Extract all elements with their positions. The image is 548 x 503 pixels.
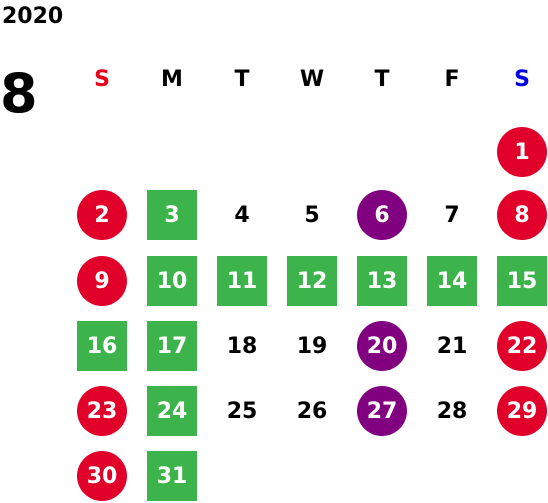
day-cell-5[interactable]: 5 xyxy=(304,202,320,228)
day-cell-16[interactable]: 16 xyxy=(77,321,127,371)
day-cell-18[interactable]: 18 xyxy=(226,333,258,359)
weekday-label: F xyxy=(444,67,460,92)
weekday-label: T xyxy=(234,67,250,92)
day-cell-22[interactable]: 22 xyxy=(497,321,547,371)
day-cell-21[interactable]: 21 xyxy=(436,333,468,359)
day-cell-13[interactable]: 13 xyxy=(357,256,407,306)
day-cell-3[interactable]: 3 xyxy=(147,190,197,240)
day-cell-29[interactable]: 29 xyxy=(497,386,547,436)
day-cell-26[interactable]: 26 xyxy=(296,398,328,424)
day-cell-7[interactable]: 7 xyxy=(444,202,460,228)
day-cell-17[interactable]: 17 xyxy=(147,321,197,371)
day-cell-9[interactable]: 9 xyxy=(77,256,127,306)
day-cell-12[interactable]: 12 xyxy=(287,256,337,306)
weekday-label: M xyxy=(161,67,183,92)
year-label: 2020 xyxy=(2,4,64,29)
day-cell-31[interactable]: 31 xyxy=(147,451,197,501)
day-cell-23[interactable]: 23 xyxy=(77,386,127,436)
day-cell-14[interactable]: 14 xyxy=(427,256,477,306)
day-cell-25[interactable]: 25 xyxy=(226,398,258,424)
weekday-label: W xyxy=(299,67,325,92)
day-cell-28[interactable]: 28 xyxy=(436,398,468,424)
day-cell-4[interactable]: 4 xyxy=(234,202,250,228)
day-cell-15[interactable]: 15 xyxy=(497,256,547,306)
weekday-label: S xyxy=(514,67,530,92)
day-cell-2[interactable]: 2 xyxy=(77,190,127,240)
day-cell-30[interactable]: 30 xyxy=(77,451,127,501)
weekday-label: S xyxy=(94,67,110,92)
day-cell-1[interactable]: 1 xyxy=(497,127,547,177)
weekday-label: T xyxy=(374,67,390,92)
month-number: 8 xyxy=(0,62,38,125)
day-cell-27[interactable]: 27 xyxy=(357,386,407,436)
day-cell-10[interactable]: 10 xyxy=(147,256,197,306)
day-cell-19[interactable]: 19 xyxy=(296,333,328,359)
day-cell-24[interactable]: 24 xyxy=(147,386,197,436)
day-cell-6[interactable]: 6 xyxy=(357,190,407,240)
day-cell-20[interactable]: 20 xyxy=(357,321,407,371)
day-cell-11[interactable]: 11 xyxy=(217,256,267,306)
day-cell-8[interactable]: 8 xyxy=(497,190,547,240)
